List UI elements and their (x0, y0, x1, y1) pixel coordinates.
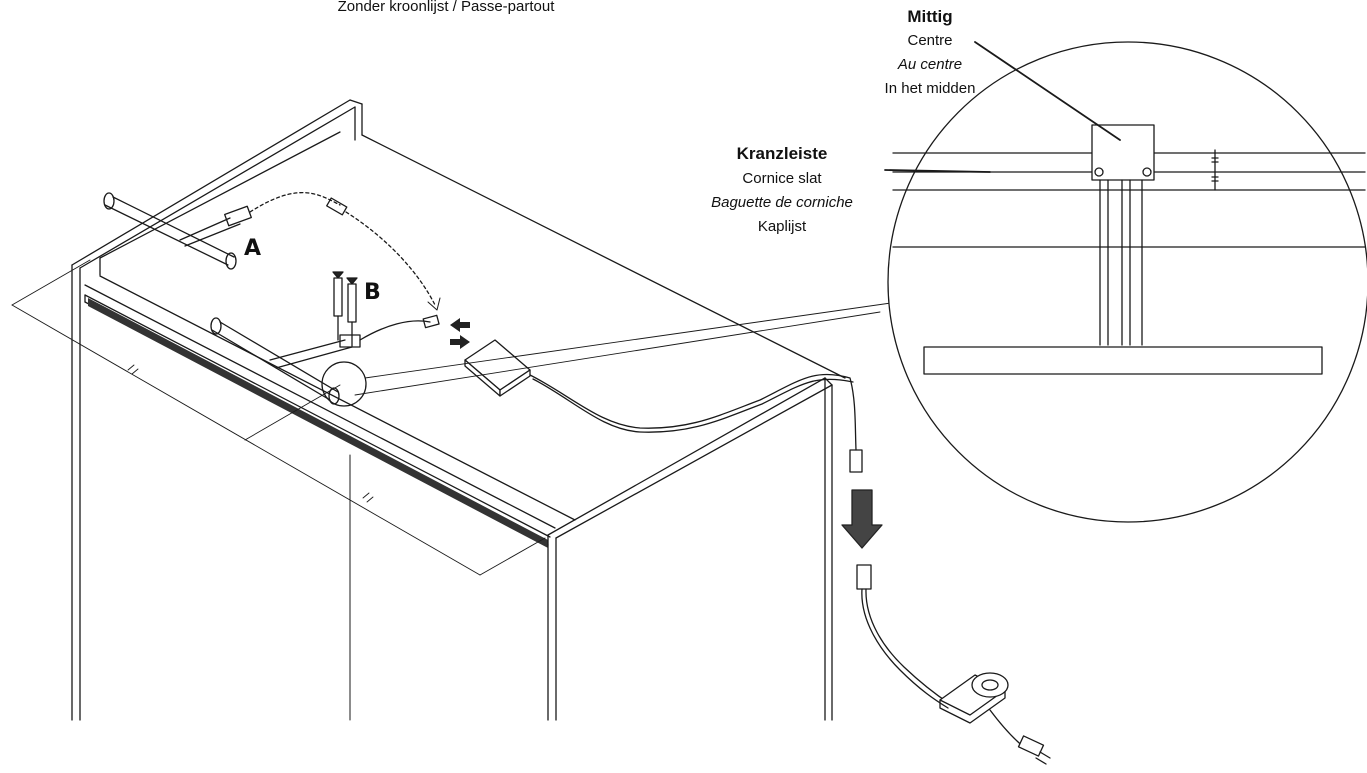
dimension-lines (11, 259, 546, 576)
mounted-lamp (210, 314, 440, 407)
power-cable (529, 373, 863, 473)
cabinet-front (349, 377, 833, 721)
connect-arrows (450, 318, 470, 349)
cornice-callout-fr: Baguette de corniche (711, 194, 853, 211)
cabinet-left-side (71, 99, 356, 721)
cornice-callout-nl: Kaplijst (757, 218, 807, 235)
center-callout-fr: Au centre (897, 56, 963, 73)
lamp-a (103, 191, 441, 311)
center-callout-title: Mittig (907, 7, 953, 26)
cornice-callout-title: Kranzleiste (736, 144, 828, 163)
screws-b (332, 271, 358, 347)
page-subtitle: Zonder kroonlijst / Passe-partout (337, 0, 555, 15)
label-b: B (364, 280, 381, 305)
leader-lines (884, 41, 1121, 173)
power-adapter (856, 564, 1051, 765)
arrow-down (841, 489, 883, 549)
cornice-callout-en: Cornice slat (742, 170, 822, 187)
center-callout-en: Centre (907, 32, 953, 49)
label-a: A (244, 236, 262, 261)
center-callout-nl: In het midden (884, 80, 976, 97)
zoom-guides (354, 299, 913, 396)
driver-box (464, 339, 531, 397)
detail-circle (887, 41, 1367, 523)
cornice-rail (84, 275, 576, 548)
cabinet-top (99, 99, 846, 379)
